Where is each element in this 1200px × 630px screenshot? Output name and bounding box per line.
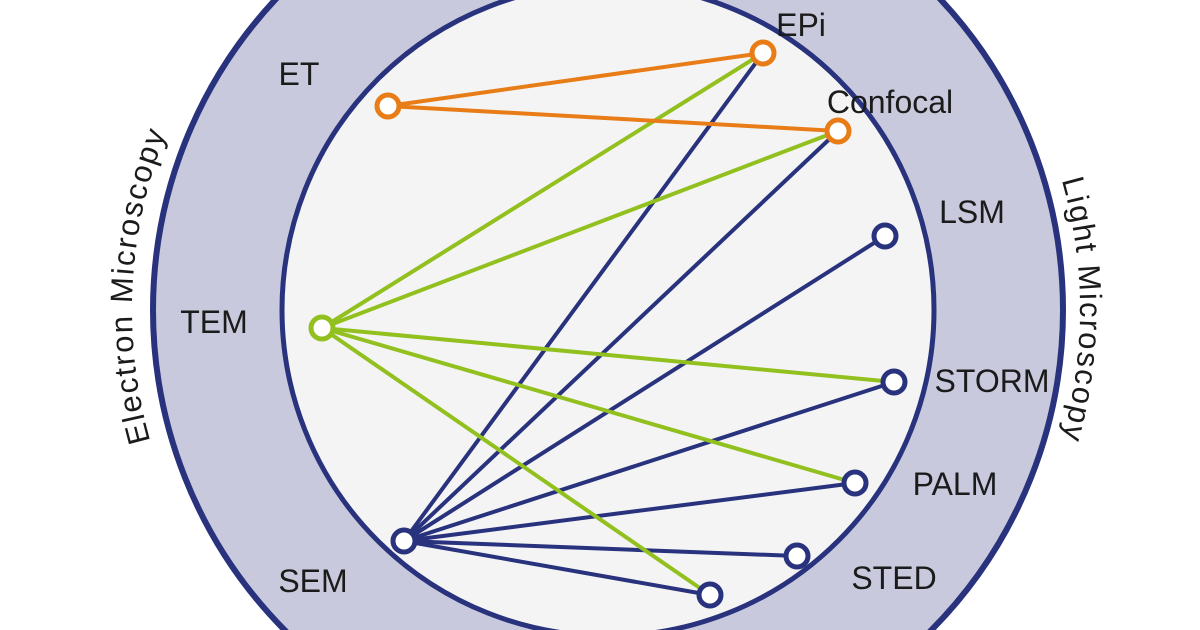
node-epi (749, 39, 777, 67)
nodes (308, 39, 908, 609)
label-storm: STORM (935, 363, 1050, 399)
label-sted: STED (851, 560, 936, 596)
node-tem (308, 314, 336, 342)
node-sem (390, 527, 418, 555)
label-et: ET (279, 56, 320, 92)
edge-sem-storm (403, 380, 895, 543)
edge-sem-lm-bottom (403, 539, 711, 597)
node-storm (880, 368, 908, 396)
edge-et-epi (387, 51, 764, 108)
node-sted (783, 542, 811, 570)
edge-tem-confocal (321, 129, 839, 330)
edge-tem-lm-bottom (320, 326, 712, 597)
node-palm (841, 469, 869, 497)
node-lm-bottom (696, 581, 724, 609)
node-confocal (824, 117, 852, 145)
node-et (374, 92, 402, 120)
edge-sem-sted (403, 539, 798, 558)
node-lsm (871, 222, 899, 250)
edge-sem-epi (402, 51, 765, 543)
label-palm: PALM (913, 466, 998, 502)
label-epi: EPi (776, 7, 826, 43)
edges (320, 51, 895, 597)
edge-sem-palm (403, 481, 856, 543)
edge-tem-epi (320, 51, 765, 330)
edge-sem-lsm (402, 234, 887, 543)
edge-tem-storm (321, 326, 895, 384)
edge-tem-palm (321, 326, 856, 485)
label-sem: SEM (278, 563, 347, 599)
edge-et-confocal (387, 104, 839, 133)
edge-sem-confocal (402, 129, 840, 543)
label-lsm: LSM (939, 194, 1005, 230)
label-confocal: Confocal (827, 84, 953, 120)
label-tem: TEM (180, 304, 248, 340)
